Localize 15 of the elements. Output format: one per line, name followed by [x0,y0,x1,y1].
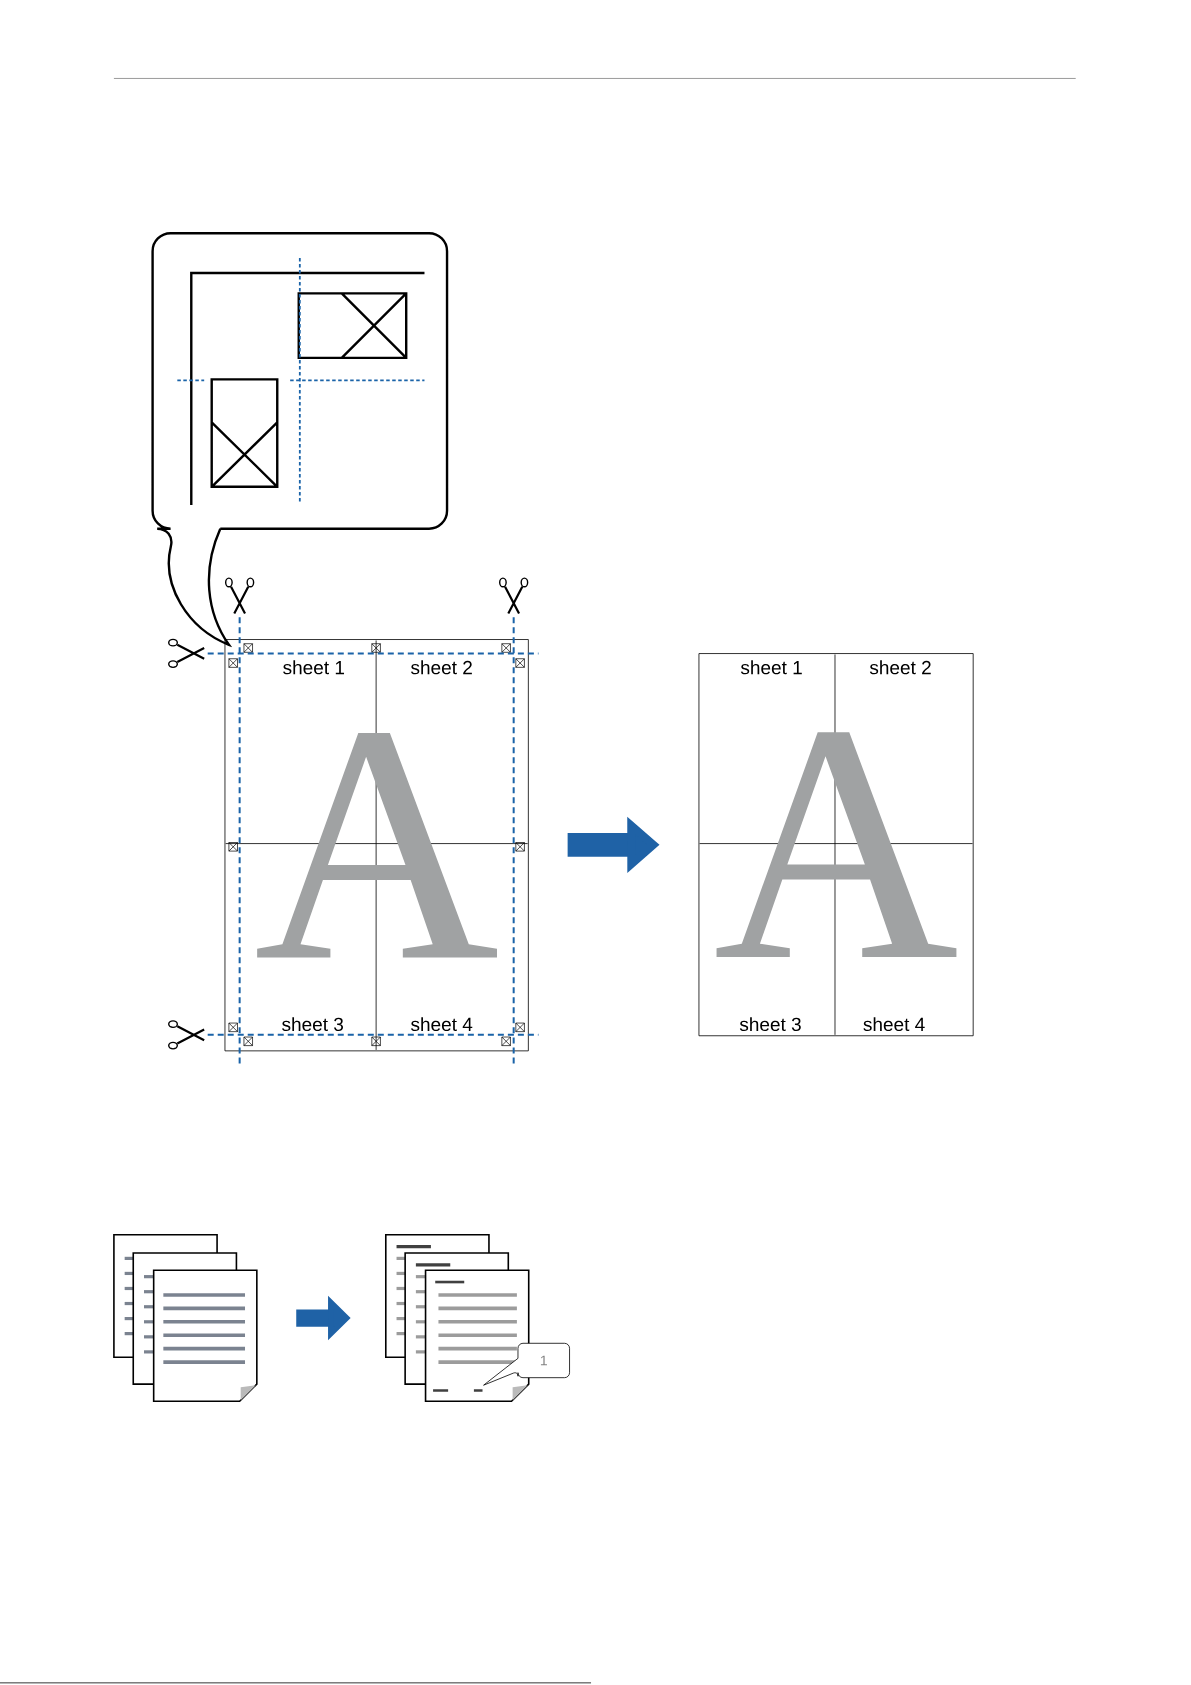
page-stack-drawing [113,1233,258,1403]
callout-number: 1 [483,1342,571,1386]
scissors-icon [225,577,255,615]
sheet-label: sheet 4 [863,1017,925,1032]
sheet-label: sheet 3 [740,1017,801,1032]
sheet-label: sheet 2 [870,660,931,675]
scissors-icon [168,1020,206,1050]
scissors-icon [168,638,206,669]
sheet-label: sheet 1 [741,660,802,675]
sheet-label: sheet 4 [411,1017,473,1032]
sheet-label: sheet 2 [411,660,473,675]
sheet-label: sheet 3 [282,1017,344,1032]
page-stack-drawing [385,1233,530,1403]
scissors-icon [499,577,529,615]
sheet-label: sheet 1 [283,660,345,675]
